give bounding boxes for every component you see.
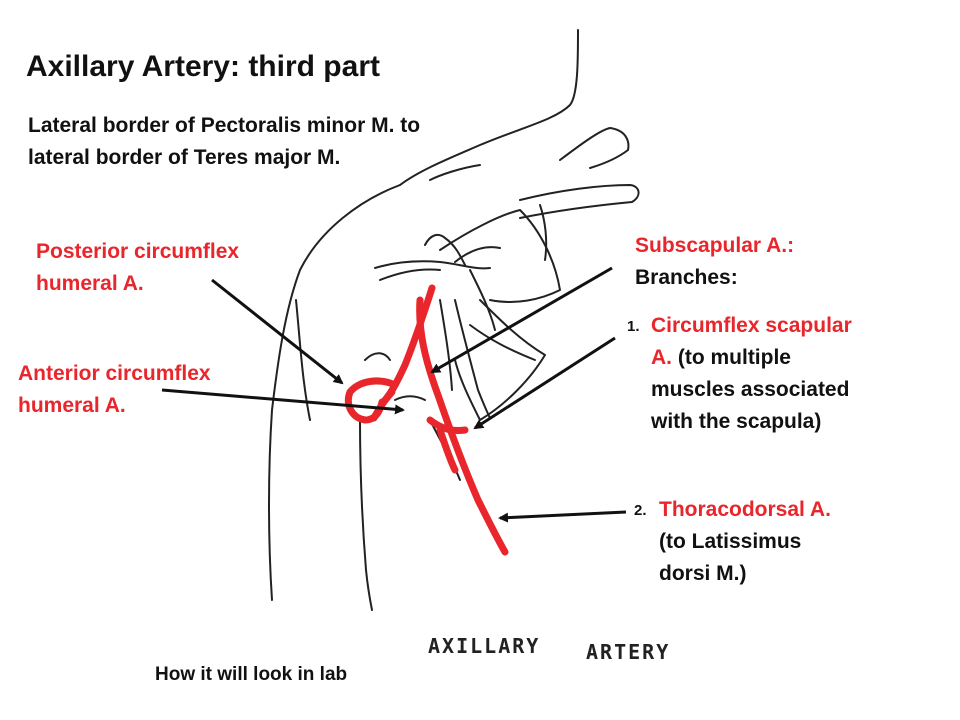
- page-title: Axillary Artery: third part: [26, 50, 380, 83]
- arrow-thoracodorsal: [498, 510, 627, 523]
- subtitle-line: Lateral border of Pectoralis minor M. to: [28, 114, 421, 137]
- handwritten-artery: ARTERY: [586, 640, 671, 664]
- label-subscapular: Subscapular A.: Branches:: [635, 230, 794, 294]
- artery-drawing: [344, 284, 509, 556]
- caption: How it will look in lab: [155, 664, 348, 685]
- label-thoracodorsal: Thoracodorsal A. (to Latissimus dorsi M.…: [659, 494, 831, 590]
- arrow-subscapular: [430, 266, 613, 374]
- label-black-part: (to multiple: [672, 346, 791, 369]
- label-circumflex-scapular: Circumflex scapular A. (to multiple musc…: [651, 310, 852, 438]
- clavicle-sketch: [519, 127, 640, 261]
- nerve-branches: [364, 246, 501, 481]
- branch-number-2: 2.: [634, 502, 647, 519]
- label-red-part: A.: [651, 346, 672, 369]
- label-line: Posterior circumflex: [36, 240, 240, 263]
- body-outline: [268, 29, 579, 611]
- anterior-circumflex-branch: [370, 388, 396, 422]
- label-line: humeral A.: [36, 272, 144, 295]
- subtitle-line: lateral border of Teres major M.: [28, 146, 341, 169]
- handwritten-axillary: AXILLARY: [428, 634, 541, 658]
- label-line: with the scapula): [651, 410, 822, 433]
- label-anterior-circumflex: Anterior circumflex humeral A.: [18, 358, 211, 422]
- label-line: muscles associated: [651, 378, 850, 401]
- thoracodorsal-branch: [426, 416, 469, 434]
- label-line: dorsi M.): [659, 562, 747, 585]
- brachial-continuation: [416, 296, 509, 556]
- circumflex-scapular-branch: [436, 426, 459, 474]
- arrow-anterior-circumflex: [161, 388, 405, 415]
- scapula-sketch: [424, 209, 561, 421]
- label-line: Circumflex scapular: [651, 314, 852, 337]
- subtitle: Lateral border of Pectoralis minor M. to…: [28, 110, 420, 174]
- arrow-circumflex-scapular: [473, 336, 616, 430]
- label-line: Anterior circumflex: [18, 362, 211, 385]
- label-posterior-circumflex: Posterior circumflex humeral A.: [36, 236, 239, 300]
- pointer-arrows: [161, 266, 627, 523]
- branch-number-1: 1.: [627, 318, 640, 335]
- label-line: Thoracodorsal A.: [659, 498, 831, 521]
- label-line: A. (to multiple: [651, 342, 852, 374]
- label-line: (to Latissimus: [659, 530, 802, 553]
- label-line: humeral A.: [18, 394, 126, 417]
- label-line: Branches:: [635, 266, 738, 289]
- label-line: Subscapular A.:: [635, 234, 795, 257]
- arrow-posterior-circumflex: [211, 278, 344, 385]
